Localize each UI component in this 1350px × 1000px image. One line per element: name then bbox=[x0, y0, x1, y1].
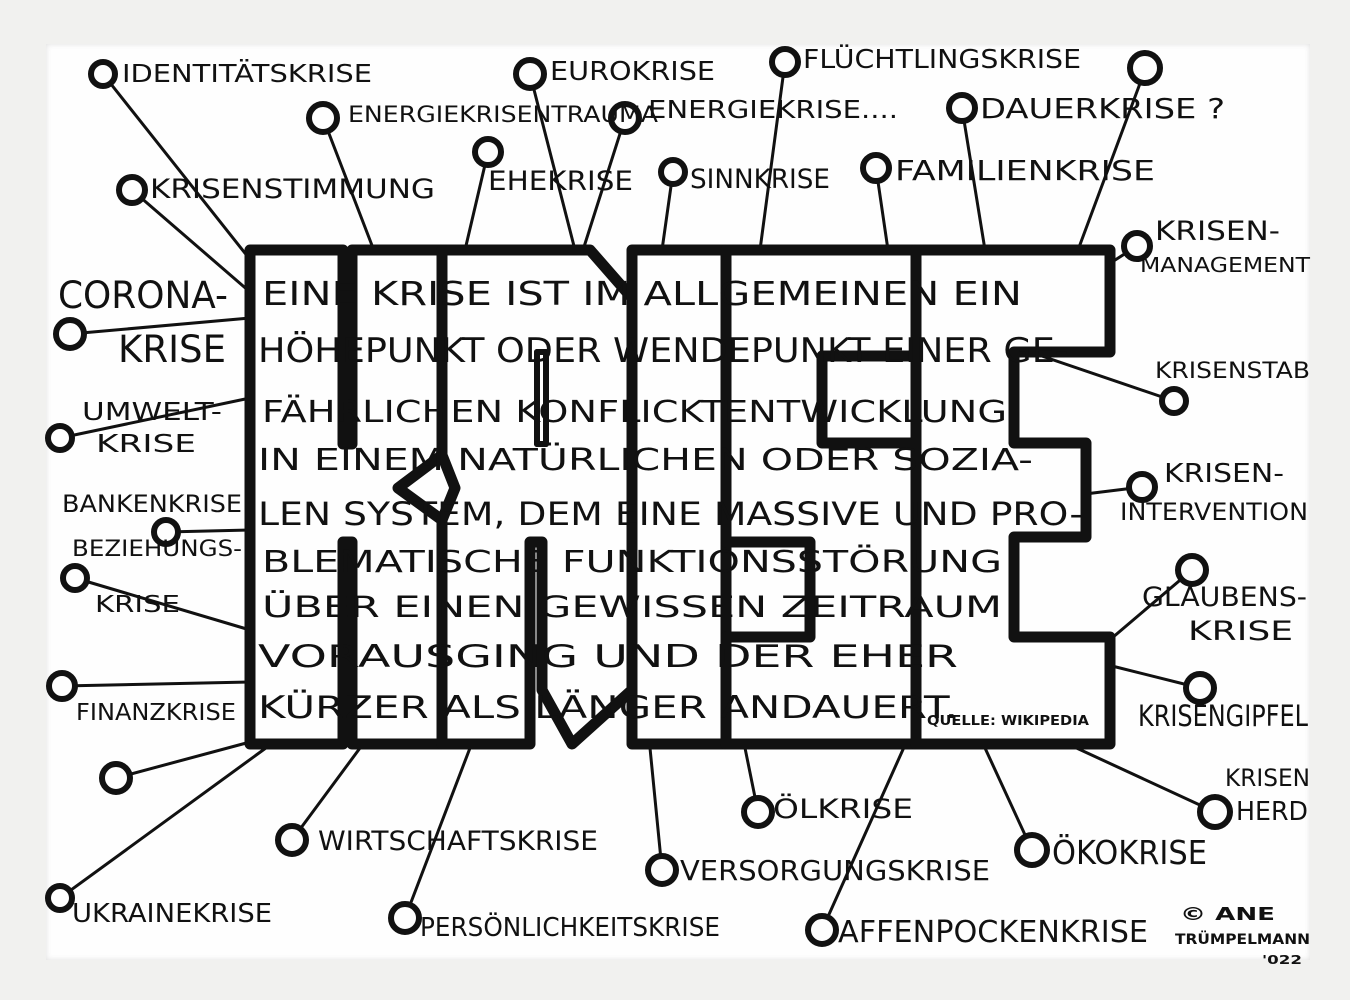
label-krisenstimmung: KRISENSTIMMUNG bbox=[150, 174, 435, 205]
label-beziehung-1: BEZIEHUNGS- bbox=[72, 537, 242, 562]
label-identitaetskrise: IDENTITÄTSKRISE bbox=[122, 59, 372, 88]
label-ukrainekrise: UKRAINEKRISE bbox=[72, 899, 272, 929]
label-affenpockenkrise: AFFENPOCKENKRISE bbox=[838, 915, 1148, 950]
definition-line-2: HÖHEPUNKT ODER WENDEPUNKT EINER GE- bbox=[258, 330, 1068, 371]
node-circles bbox=[45, 46, 1233, 947]
label-bankenkrise: BANKENKRISE bbox=[62, 490, 242, 518]
definition-line-1: EINE KRISE IST IM ALLGEMEINEN EIN bbox=[262, 274, 1022, 313]
letter-details bbox=[534, 349, 549, 447]
definition-line-7: ÜBER EINEN GEWISSEN ZEITRAUM bbox=[262, 590, 1002, 624]
signature: © ANE TRÜMPELMANN '022 bbox=[1175, 904, 1310, 967]
label-versorgungskrise: VERSORGUNGSKRISE bbox=[680, 854, 990, 887]
label-finanzkrise: FINANZKRISE bbox=[76, 700, 236, 726]
label-ehekrise: EHEKRISE bbox=[488, 166, 633, 197]
label-fluechtlingskrise: FLÜCHTLINGSKRISE bbox=[803, 43, 1081, 75]
letter-outlines bbox=[244, 244, 1116, 750]
label-persoenlichkeitskrise: PERSÖNLICHKEITSKRISE bbox=[420, 911, 720, 943]
definition-line-5: LEN SYSTEM, DEM EINE MASSIVE UND PRO- bbox=[258, 495, 1083, 533]
label-umwelt-1: UMWELT- bbox=[82, 397, 222, 426]
connector-lines bbox=[58, 60, 1217, 932]
label-intervention-2: INTERVENTION bbox=[1120, 498, 1308, 526]
label-umwelt-2: KRISE bbox=[96, 429, 196, 458]
label-eurokrise: EUROKRISE bbox=[550, 57, 715, 87]
label-energiekrise-2: ENERGIEKRISE.... bbox=[648, 95, 898, 124]
label-glauben-1: GLAUBENS- bbox=[1142, 582, 1307, 613]
label-wirtschaftskrise: WIRTSCHAFTSKRISE bbox=[318, 826, 598, 857]
definition-text: EINE KRISE IST IM ALLGEMEINEN EIN HÖHEPU… bbox=[258, 274, 1089, 729]
label-management-2: MANAGEMENT bbox=[1140, 253, 1311, 277]
label-management-1: KRISEN- bbox=[1155, 216, 1280, 247]
label-glauben-2: KRISE bbox=[1188, 616, 1293, 647]
label-krisengipfel: KRISENGIPFEL bbox=[1138, 699, 1308, 733]
definition-line-9: KÜRZER ALS LÄNGER ANDAUERT. bbox=[258, 689, 958, 726]
label-intervention-1: KRISEN- bbox=[1164, 459, 1284, 489]
label-dauerkrise: DAUERKRISE ? bbox=[980, 92, 1225, 125]
label-familienkrise: FAMILIENKRISE bbox=[895, 154, 1155, 187]
label-corona-2: KRISE bbox=[118, 328, 226, 371]
letter-k bbox=[244, 244, 448, 750]
signature-line-2: TRÜMPELMANN bbox=[1175, 930, 1310, 948]
label-corona-1: CORONA- bbox=[58, 274, 228, 317]
definition-line-4: IN EINEM NATÜRLICHEN ODER SOZIA- bbox=[258, 442, 1033, 478]
definition-line-6: BLEMATISCHE FUNKTIONSSTÖRUNG bbox=[262, 544, 1002, 580]
label-energiekrisentrauma: ENERGIEKRISENTRAUMA bbox=[348, 103, 658, 128]
signature-line-3: '022 bbox=[1262, 953, 1302, 967]
crisis-labels: IDENTITÄTSKRISE ENERGIEKRISENTRAUMA EURO… bbox=[58, 43, 1311, 950]
definition-line-3: FÄHRLICHEN KONFLICKTENTWICKLUNG bbox=[262, 394, 1007, 430]
label-sinnkrise: SINNKRISE bbox=[690, 164, 830, 195]
source-label: QUELLE: WIKIPEDIA bbox=[927, 714, 1089, 729]
label-beziehung-2: KRISE bbox=[95, 592, 180, 618]
label-oekokrise: ÖKOKRISE bbox=[1052, 832, 1207, 872]
label-herd-1: KRISEN bbox=[1225, 764, 1310, 792]
label-herd-2: HERD bbox=[1236, 797, 1308, 827]
label-oelkrise: ÖLKRISE bbox=[773, 793, 913, 825]
letter-e bbox=[910, 244, 1116, 750]
definition-line-8: VORAUSGING UND DER EHER bbox=[258, 639, 958, 675]
label-krisenstab: KRISENSTAB bbox=[1155, 359, 1310, 384]
signature-line-1: © ANE bbox=[1180, 904, 1275, 925]
